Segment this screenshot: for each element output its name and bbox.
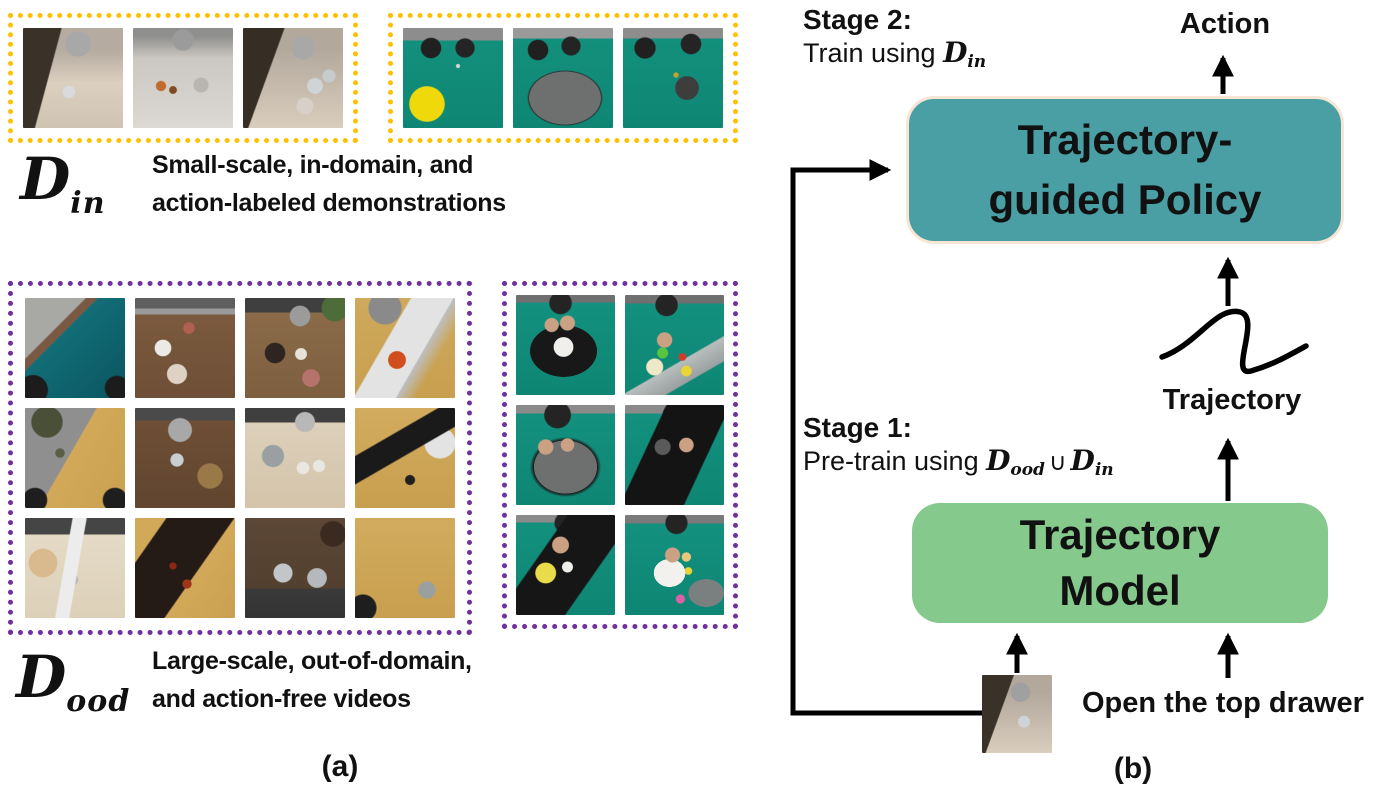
dataset-d-glyph: D xyxy=(16,643,67,711)
real-gripper-grey-mat-scene xyxy=(513,28,613,128)
stage2-subtitle-text: Train using xyxy=(803,38,944,68)
ood-sim-dark-rug xyxy=(135,518,235,618)
stage1-subtitle-text: Pre-train using xyxy=(803,446,987,476)
ood-real-tissue-box xyxy=(625,515,724,615)
sim-robot-cans-scene xyxy=(133,28,233,128)
ood-real-marked-mat-pan xyxy=(625,405,724,505)
dataset-d-glyph: D xyxy=(20,145,71,213)
policy-box-line2: guided Policy xyxy=(988,176,1262,223)
union-symbol: ∪ xyxy=(1048,448,1067,476)
ood-real-knife-sponge xyxy=(516,515,615,615)
ood-sim-two-pots xyxy=(245,518,345,618)
model-box-line1: Trajectory xyxy=(1019,511,1221,558)
observation-image xyxy=(982,675,1052,753)
dood-description: Large-scale, out-of-domain, and action-f… xyxy=(152,642,472,718)
panel-a-caption: (a) xyxy=(321,750,359,783)
trajectory-guided-policy-box: Trajectory- guided Policy xyxy=(906,96,1344,244)
ood-sim-espresso-kettles xyxy=(245,408,345,508)
dataset-subscript: in xyxy=(70,186,106,221)
observation-image-wrap xyxy=(982,675,1052,753)
ood-sim-camo-box xyxy=(25,408,125,508)
dataset-d-glyph: D xyxy=(1070,444,1095,477)
ood-sim-arm-orange-box xyxy=(355,298,455,398)
trajectory-squiggle xyxy=(1159,308,1309,374)
stage1-subtitle: Pre-train using Dood∪Din xyxy=(803,444,1114,480)
in-domain-real-box xyxy=(388,13,738,143)
real-gripper-pan-scene xyxy=(623,28,723,128)
dataset-subscript: in xyxy=(1094,460,1114,480)
stage2-title: Stage 2: xyxy=(803,4,912,35)
dataset-subscript: in xyxy=(967,52,987,72)
ood-sim-box xyxy=(8,281,472,635)
ood-sim-gripper-plate-box xyxy=(135,408,235,508)
dood-description-line1: Large-scale, out-of-domain, xyxy=(152,647,472,675)
din-description-line1: Small-scale, in-domain, and xyxy=(152,151,474,179)
din-description: Small-scale, in-domain, and action-label… xyxy=(152,146,506,222)
instruction-label: Open the top drawer xyxy=(1082,687,1364,719)
stage2-block: Stage 2: Train using Din xyxy=(803,4,986,72)
trajectory-model-box: Trajectory Model xyxy=(912,503,1328,623)
stage2-subtitle: Train using Din xyxy=(803,36,986,72)
dataset-d-glyph: D xyxy=(943,36,968,69)
sim-robot-plates-scene xyxy=(243,28,343,128)
dood-symbol: Dood xyxy=(16,648,130,717)
din-symbol: Din xyxy=(20,150,106,219)
ood-sim-sand-robot-part xyxy=(355,518,455,618)
in-domain-sim-box xyxy=(8,13,358,143)
dataset-d-glyph: D xyxy=(986,444,1011,477)
panel-b-caption: (b) xyxy=(1113,752,1153,785)
ood-sim-mug-plant xyxy=(245,298,345,398)
dataset-subscript: ood xyxy=(1010,460,1045,480)
stage1-title: Stage 1: xyxy=(803,412,912,443)
ood-real-box xyxy=(502,281,738,629)
dataset-subscript: ood xyxy=(66,684,131,719)
model-box-line2: Model xyxy=(1059,567,1181,614)
ood-real-folding-cloth xyxy=(516,295,615,395)
ood-real-grey-mat-tool xyxy=(516,405,615,505)
din-description-line2: action-labeled demonstrations xyxy=(152,189,506,217)
real-gripper-yellow-cloth-scene xyxy=(403,28,503,128)
dood-description-line2: and action-free videos xyxy=(152,685,411,713)
ood-sim-laptop-remote xyxy=(355,408,455,508)
ood-sim-teal-floor xyxy=(25,298,125,398)
policy-box-line1: Trajectory- xyxy=(1017,116,1233,163)
sim-robot-drawer-scene xyxy=(23,28,123,128)
stage1-block: Stage 1: Pre-train using Dood∪Din xyxy=(803,412,1114,480)
ood-real-colored-balls xyxy=(625,295,724,395)
ood-sim-kitchen-arm xyxy=(25,518,125,618)
action-label: Action xyxy=(1179,8,1271,40)
ood-sim-mug-plate xyxy=(135,298,235,398)
trajectory-label: Trajectory xyxy=(1162,384,1302,416)
